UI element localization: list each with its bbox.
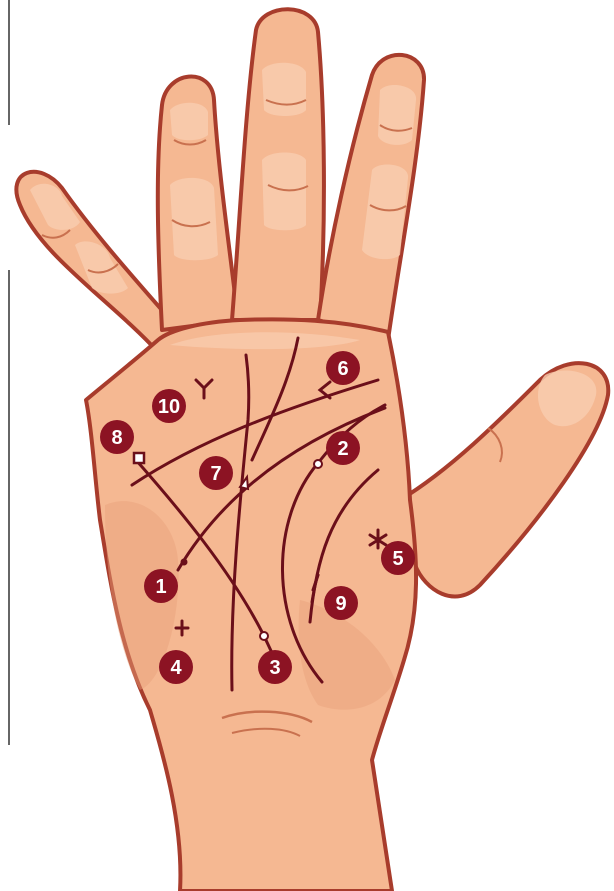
marker-5-label: 5 [392, 548, 403, 570]
marker-1: 1 [144, 569, 178, 603]
marker-5: 5 [381, 541, 415, 575]
finger-joint-highlight [262, 153, 306, 231]
marker-6-label: 6 [337, 358, 348, 380]
finger-joint-highlight [170, 103, 208, 141]
square-symbol [134, 453, 144, 463]
line-dot [181, 559, 188, 566]
finger-joint-highlight [170, 178, 218, 260]
marker-2: 2 [326, 431, 360, 465]
hand-illustration [16, 9, 608, 891]
marker-9-label: 9 [335, 593, 346, 615]
marker-1-label: 1 [155, 576, 166, 598]
marker-8: 8 [100, 420, 134, 454]
marker-8-label: 8 [111, 427, 122, 449]
marker-6: 6 [326, 351, 360, 385]
marker-9: 9 [324, 586, 358, 620]
finger-joint-highlight [378, 85, 416, 145]
marker-10-label: 10 [158, 396, 180, 418]
marker-10: 10 [152, 389, 186, 423]
marker-2-label: 2 [337, 438, 348, 460]
finger-joint-highlight [262, 63, 306, 116]
island-dot [314, 460, 322, 468]
marker-4-label: 4 [170, 657, 182, 679]
island-dot [260, 632, 268, 640]
marker-7: 7 [199, 456, 233, 490]
marker-4: 4 [159, 650, 193, 684]
marker-7-label: 7 [210, 463, 221, 485]
marker-3-label: 3 [269, 657, 280, 679]
marker-3: 3 [258, 650, 292, 684]
